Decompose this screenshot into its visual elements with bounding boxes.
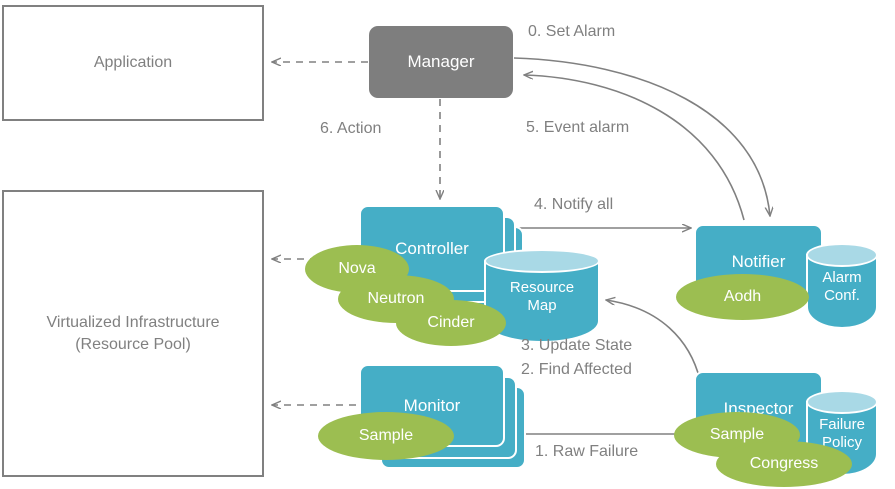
tag-cinder[interactable]: Cinder <box>396 300 506 346</box>
manager-label: Manager <box>407 52 475 71</box>
tag-sample-inspector-label: Sample <box>709 426 765 443</box>
application-box: Application <box>2 5 264 121</box>
tag-aodh-label: Aodh <box>723 288 762 305</box>
tag-sample-monitor[interactable]: Sample <box>318 412 454 460</box>
manager-node[interactable]: Manager <box>369 26 513 98</box>
tag-aodh[interactable]: Aodh <box>676 274 809 320</box>
infrastructure-box: Virtualized Infrastructure (Resource Poo… <box>2 190 264 477</box>
controller-label: Controller <box>395 238 469 258</box>
tag-congress[interactable]: Congress <box>716 441 852 487</box>
tag-nova-label: Nova <box>338 260 376 277</box>
tag-neutron-label: Neutron <box>367 290 425 307</box>
infrastructure-box-label: Virtualized Infrastructure (Resource Poo… <box>46 313 220 353</box>
tag-sample-monitor-label: Sample <box>358 427 414 444</box>
tag-cinder-label: Cinder <box>427 314 475 331</box>
edge-label-event-alarm: 5. Event alarm <box>526 119 630 136</box>
tag-congress-label: Congress <box>749 455 819 472</box>
failure-policy-cylinder-top <box>806 390 878 414</box>
edge-label-raw-failure: 1. Raw Failure <box>535 443 639 460</box>
application-box-label: Application <box>93 54 173 72</box>
resource-map-cylinder-top <box>484 249 600 273</box>
edge-label-update-state: 3. Update State <box>521 337 633 354</box>
resource-map-label: Resource Map <box>509 279 575 314</box>
edge-label-set-alarm: 0. Set Alarm <box>528 23 616 40</box>
edge-set-alarm <box>513 57 770 216</box>
notifier-label: Notifier <box>731 252 786 271</box>
alarm-conf-cylinder-top <box>806 243 878 267</box>
alarm-conf-label: Alarm Conf. <box>822 269 862 304</box>
alarm-conf-datastore[interactable]: Alarm Conf. <box>806 243 878 329</box>
edge-label-notify-all: 4. Notify all <box>534 196 614 213</box>
edge-label-action: 6. Action <box>320 120 382 137</box>
edge-label-find-affected: 2. Find Affected <box>521 361 632 378</box>
monitor-label: Monitor <box>403 395 461 415</box>
